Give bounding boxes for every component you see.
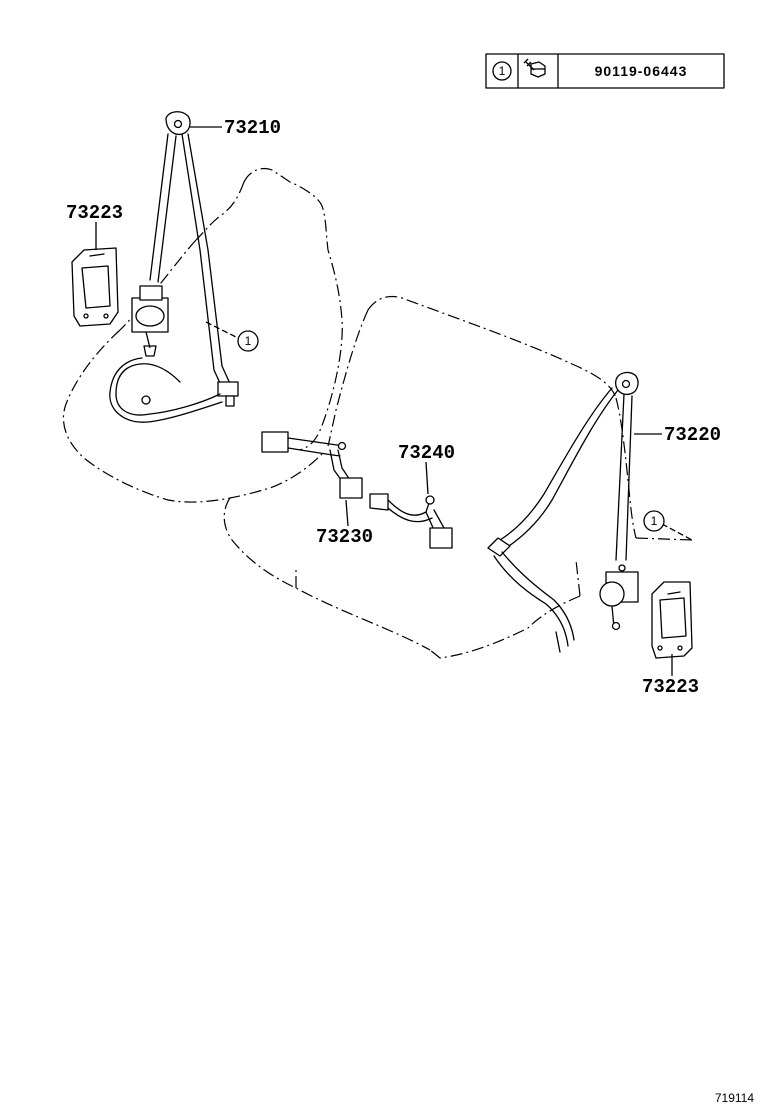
rear-seat-outline — [223, 295, 693, 659]
callout-73230: 73230 — [316, 526, 373, 548]
front-pillar-garnish — [71, 247, 119, 327]
rear-center-belt-73230 — [261, 431, 363, 499]
figure-id: 719114 — [715, 1091, 754, 1105]
callout-73223-left: 73223 — [66, 202, 123, 224]
front-seat-belt-assembly — [109, 111, 239, 423]
legend-part-number: 90119-06443 — [595, 63, 688, 79]
rear-pillar-garnish — [651, 581, 693, 659]
ref-circle-right: 1 — [643, 510, 665, 532]
callout-73240: 73240 — [398, 442, 455, 464]
ref-circle-left: 1 — [237, 330, 259, 352]
front-retractor — [131, 285, 169, 357]
legend-ref-circle — [492, 61, 512, 81]
callout-73220: 73220 — [664, 424, 721, 446]
callout-73210: 73210 — [224, 117, 281, 139]
bolt-icon — [523, 58, 546, 78]
front-seat-outline — [62, 167, 343, 503]
callout-73223-right: 73223 — [642, 676, 699, 698]
rear-seat-belt-assembly — [487, 371, 639, 653]
leader-lines — [95, 126, 693, 676]
rear-retractor — [599, 571, 639, 631]
svg-text:1: 1 — [245, 334, 252, 348]
legend-ref-number: 1 — [499, 64, 506, 78]
rear-center-belt-73240 — [369, 493, 453, 549]
svg-text:1: 1 — [651, 514, 658, 528]
legend-table: 1 90119-06443 — [485, 53, 725, 89]
